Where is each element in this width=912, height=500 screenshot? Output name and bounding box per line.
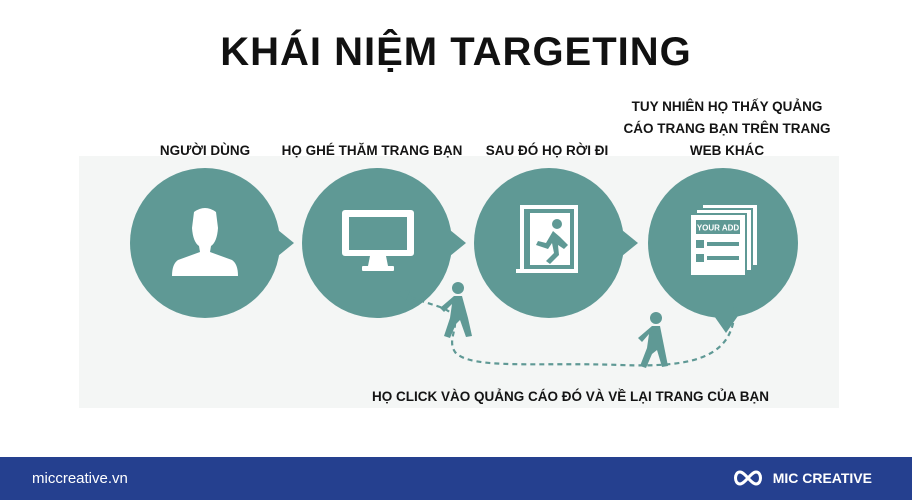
step-label-other-site-line-3: WEB KHÁC [689, 143, 765, 158]
step-label-visit: HỌ GHÉ THĂM TRANG BẠN [281, 143, 463, 158]
step-label-other-site: TUY NHIÊN HỌ THẤY QUẢNG CÁO TRANG BẠN TR… [612, 96, 842, 162]
footer-bar: miccreative.vn MIC CREATIVE [0, 457, 912, 500]
return-arrowhead [396, 290, 410, 301]
infinity-logo-icon [733, 470, 762, 486]
step-pointer-leave [622, 230, 638, 256]
page-title: KHÁI NIỆM TARGETING [220, 30, 692, 74]
step-pointer-visit [450, 230, 466, 256]
step-label-other-site-line-1: TUY NHIÊN HỌ THẤY QUẢNG [631, 99, 823, 114]
walking-person-icon [638, 312, 668, 368]
step-label-other-site-line-2: CÁO TRANG BẠN TRÊN TRANG [623, 121, 831, 136]
step-label-user: NGƯỜI DÙNG [159, 143, 251, 158]
user-silhouette-icon [172, 208, 238, 276]
exit-door-icon [516, 205, 578, 273]
walking-person-icon [440, 282, 472, 338]
monitor-icon [342, 210, 414, 271]
return-caption: HỌ CLICK VÀO QUẢNG CÁO ĐÓ VÀ VỀ LẠI TRAN… [372, 389, 770, 404]
footer-site-link[interactable]: miccreative.vn [32, 470, 128, 487]
footer-brand-name: MIC CREATIVE [772, 470, 872, 486]
ad-placeholder-text: YOUR ADD [697, 224, 740, 233]
step-label-leave: SAU ĐÓ HỌ RỜI ĐI [485, 143, 609, 158]
step-pointer-user [278, 230, 294, 256]
ad-pages-icon: YOUR ADD [689, 203, 759, 277]
footer-brand: MIC CREATIVE [731, 469, 872, 487]
